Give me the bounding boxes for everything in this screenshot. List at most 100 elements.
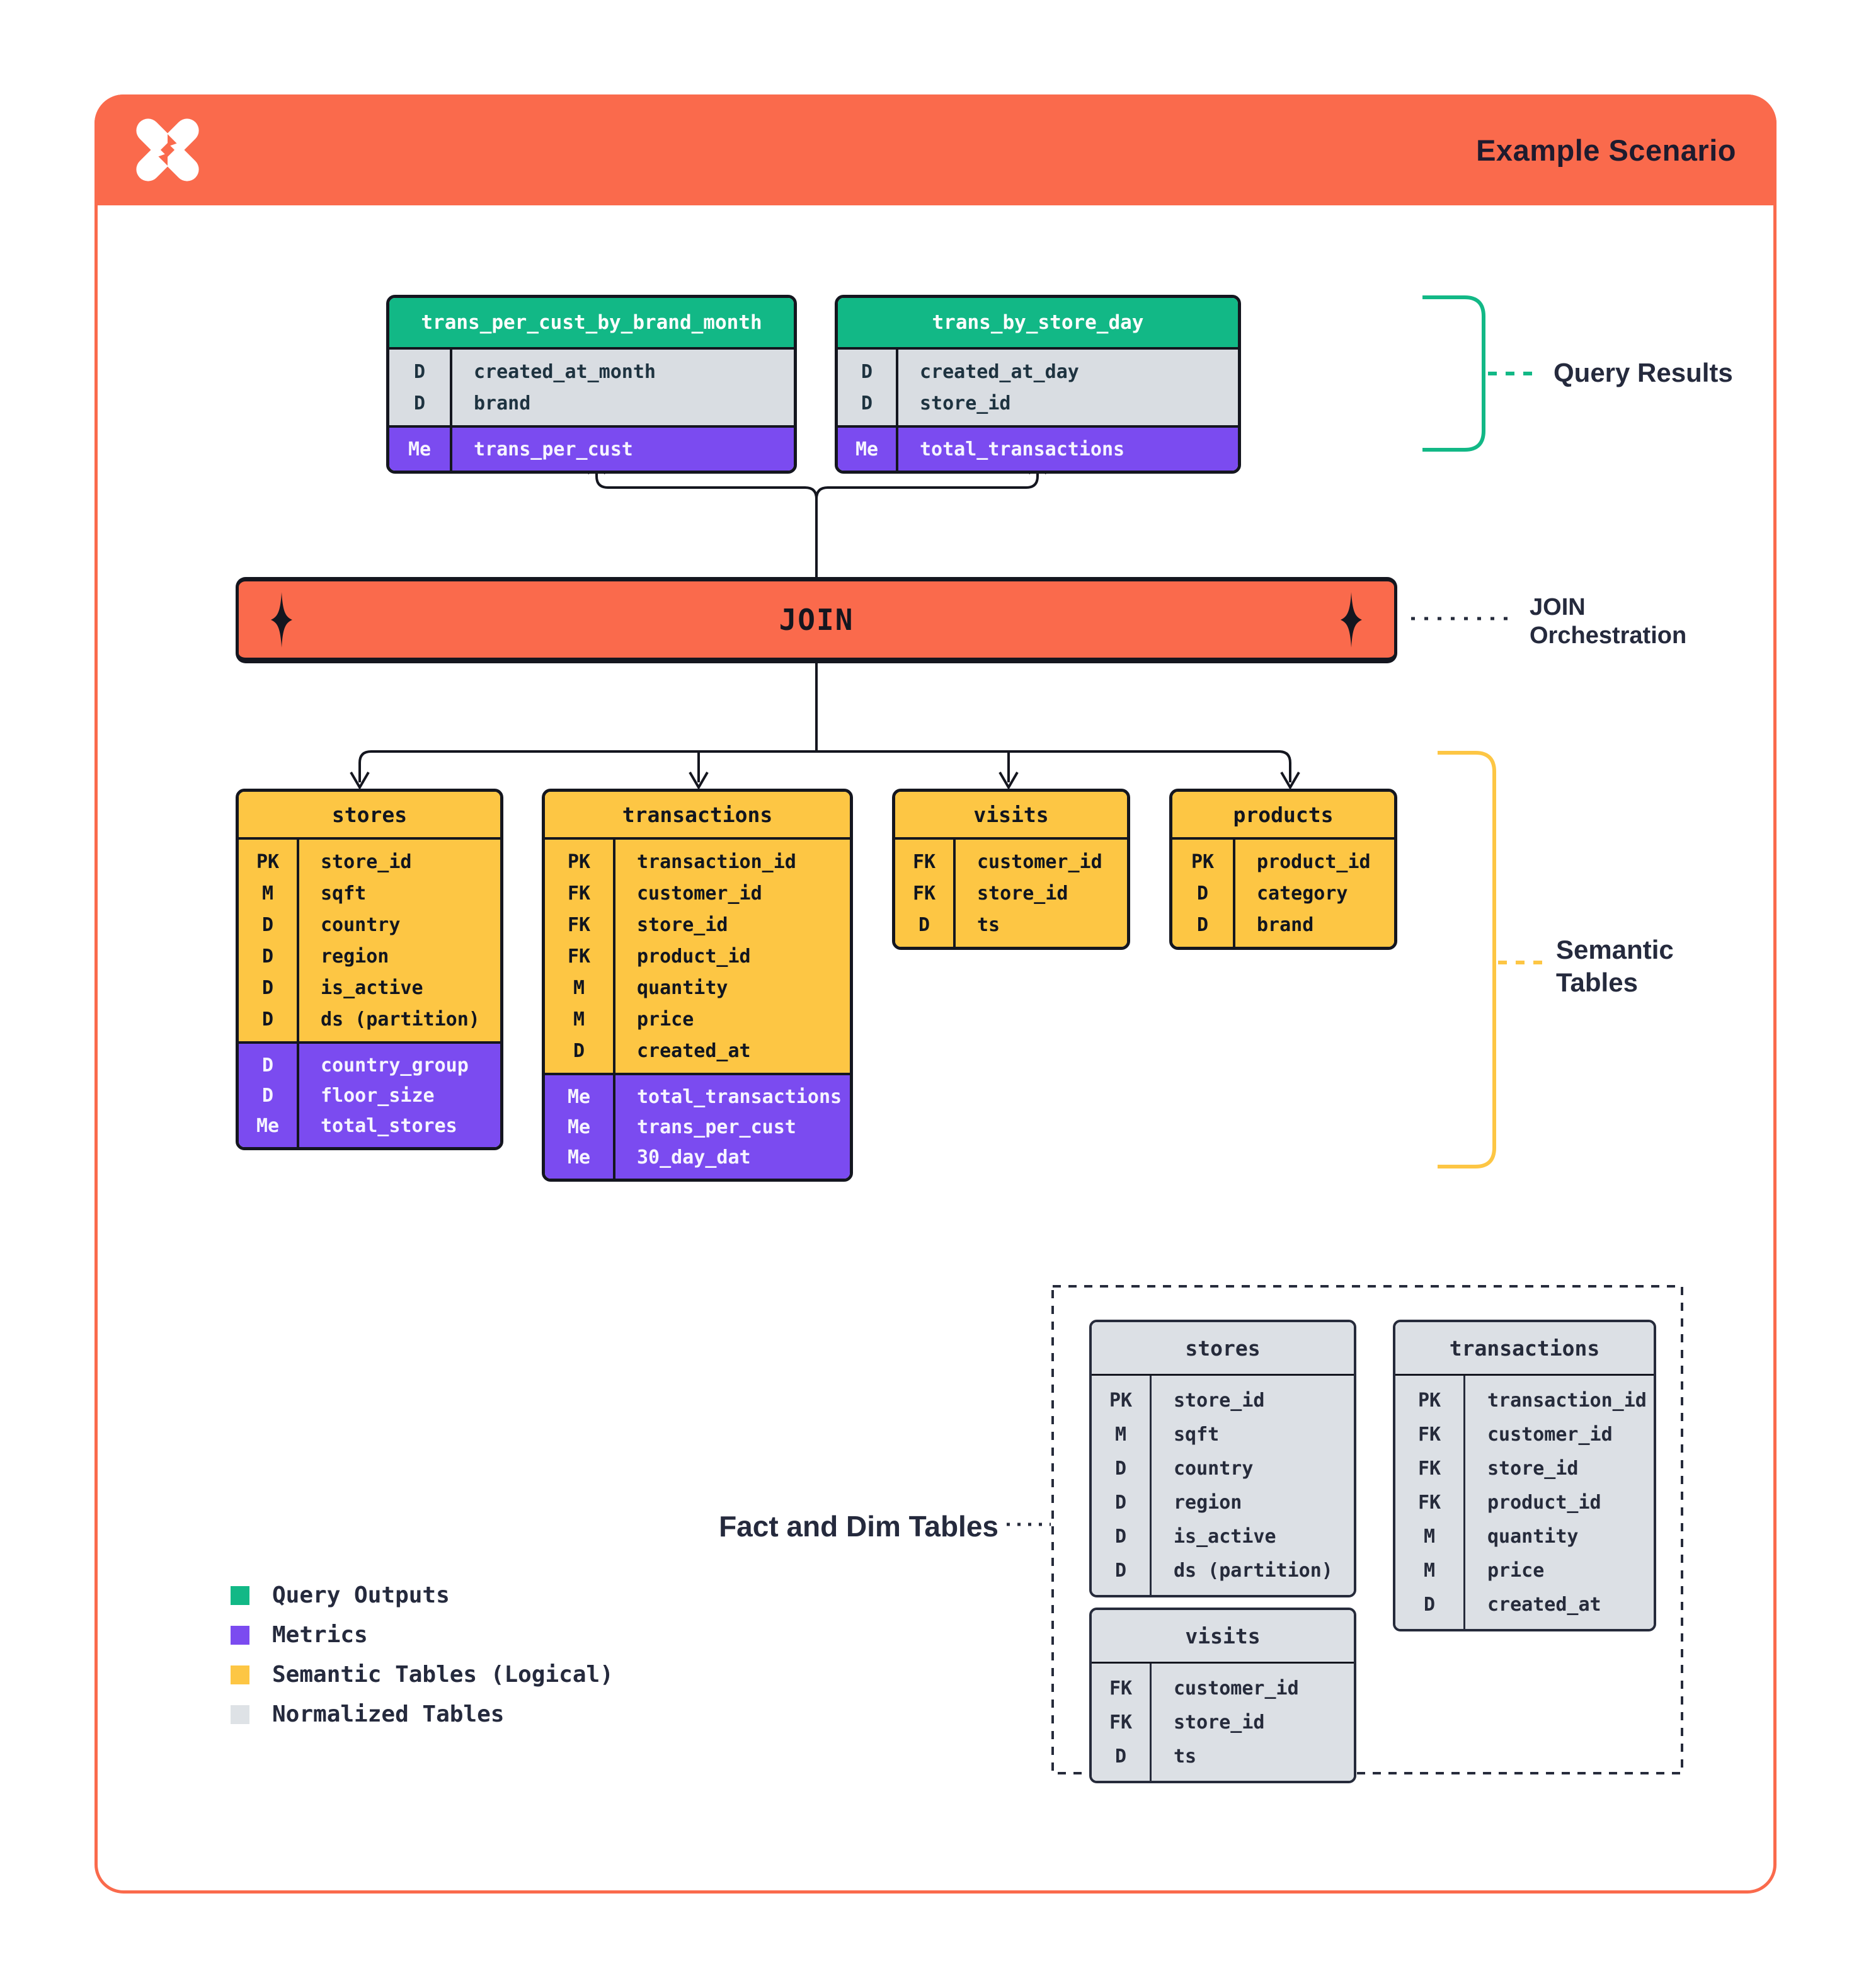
row-field: customer_id [1174, 1677, 1299, 1700]
table-title: trans_per_cust_by_brand_month [389, 298, 794, 347]
row-key: D [573, 1039, 585, 1062]
row-key: Me [408, 438, 432, 460]
row-key: M [1423, 1559, 1436, 1582]
row-key: M [573, 1008, 585, 1031]
card-header: Example Scenario [94, 94, 1777, 205]
table-row: D created_at_month [389, 356, 794, 387]
row-key: Me [855, 438, 879, 460]
join-orchestration-bar: JOIN [236, 577, 1397, 663]
row-field: brand [1257, 913, 1314, 936]
table-row: Me trans_per_cust [389, 434, 794, 464]
row-key: M [1423, 1525, 1436, 1548]
row-key: D [261, 976, 274, 999]
table-row: Me total_transactions [838, 434, 1238, 464]
legend-label: Metrics [272, 1622, 368, 1648]
row-key: Me [567, 1116, 591, 1138]
table-row: PK store_id [1092, 1383, 1354, 1417]
row-field: product_id [1487, 1491, 1601, 1514]
table-title: visits [1092, 1610, 1354, 1662]
row-field: store_id [637, 913, 728, 936]
table-title: products [1172, 792, 1394, 837]
row-key: D [1114, 1457, 1127, 1480]
row-field: ds (partition) [321, 1008, 480, 1031]
row-field: price [1487, 1559, 1545, 1582]
table-title: transactions [1395, 1322, 1654, 1374]
row-key: Me [567, 1146, 591, 1168]
row-key: PK [567, 850, 591, 873]
table-title: visits [895, 792, 1127, 837]
legend-label: Normalized Tables [272, 1701, 505, 1727]
legend-item-normalized-tables: Normalized Tables [231, 1701, 614, 1727]
table-row: D store_id [838, 387, 1238, 419]
pinwheel-x-logo [136, 118, 199, 181]
row-field: transaction_id [1487, 1389, 1647, 1412]
table-title: transactions [545, 792, 850, 837]
row-key: D [1114, 1525, 1127, 1548]
row-field: created_at [637, 1039, 751, 1062]
row-field: ds (partition) [1174, 1559, 1333, 1582]
row-key: D [918, 913, 930, 936]
legend-swatch-green [231, 1585, 249, 1605]
row-key: D [861, 360, 873, 383]
semantic-tables-label: Semantic Tables [1556, 935, 1674, 997]
row-key: D [413, 392, 426, 414]
row-key: Me [567, 1085, 591, 1108]
row-key: D [261, 945, 274, 968]
row-field: ts [977, 913, 1000, 936]
row-field: country [321, 913, 401, 936]
legend-item-metrics: Metrics [231, 1622, 614, 1648]
row-field: total_stores [321, 1114, 457, 1137]
sparkle-diamond-icon [1341, 591, 1362, 648]
row-field: quantity [637, 976, 728, 999]
row-field: customer_id [637, 882, 762, 905]
sparkle-diamond-icon [271, 591, 292, 648]
row-field: store_id [321, 850, 412, 873]
row-field: store_id [1174, 1389, 1265, 1412]
legend-swatch-yellow [231, 1665, 249, 1684]
row-field: customer_id [1487, 1423, 1613, 1446]
dimensions-section: D created_at_day D store_id [838, 347, 1238, 425]
metrics-section: Me total_transactions [838, 425, 1238, 471]
row-key: D [261, 913, 274, 936]
row-key: D [413, 360, 426, 383]
row-key: PK [1109, 1389, 1133, 1412]
row-field: country_group [321, 1054, 469, 1077]
row-field: 30_day_dat [637, 1146, 751, 1168]
row-key: PK [256, 850, 280, 873]
row-field: sqft [1174, 1423, 1220, 1446]
row-key: D [261, 1008, 274, 1031]
